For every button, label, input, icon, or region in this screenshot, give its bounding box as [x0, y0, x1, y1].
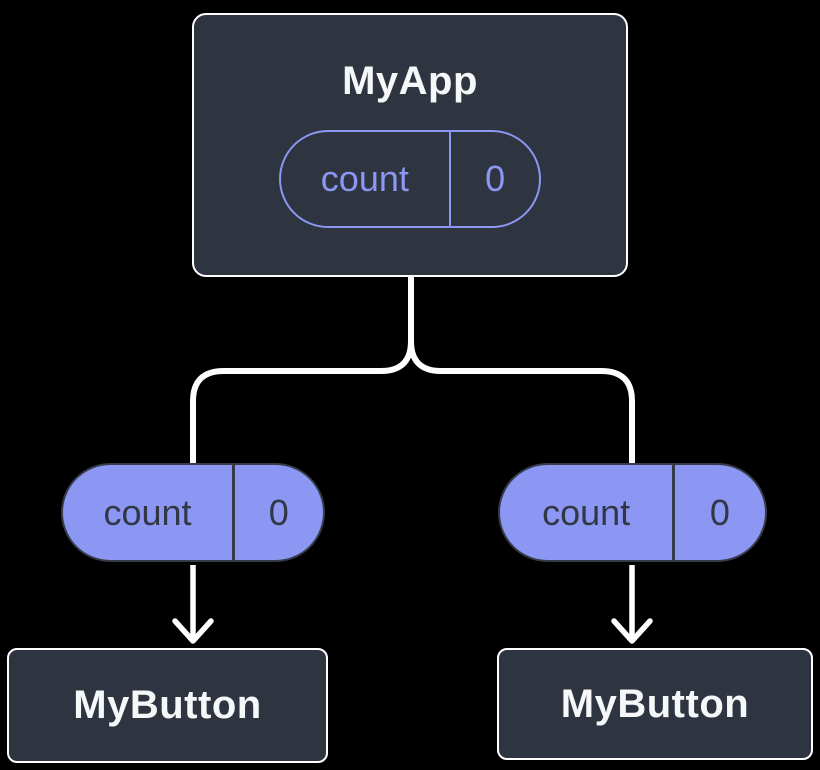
tree-branch-right-line	[408, 274, 635, 471]
root-state-pill-value: 0	[485, 158, 506, 199]
prop-arrow-right	[611, 565, 653, 644]
right-prop-pill-label: count	[542, 491, 631, 533]
tree-branch-left-line	[190, 274, 414, 471]
left-prop-pill: count 0	[61, 463, 325, 562]
mybutton-right-title: MyButton	[560, 681, 750, 726]
prop-arrow-left	[172, 565, 214, 644]
prop-arrow-left-head-icon	[172, 618, 214, 644]
right-prop-pill-divider	[672, 465, 675, 560]
root-state-pill-label: count	[320, 158, 409, 199]
right-prop-pill-value: 0	[709, 491, 730, 533]
left-prop-pill-divider	[232, 465, 235, 560]
root-state-pill-divider	[448, 132, 452, 226]
left-prop-pill-value: 0	[268, 491, 289, 533]
root-state-pill: count 0	[279, 130, 541, 228]
right-prop-pill: count 0	[498, 463, 767, 562]
mybutton-left-title: MyButton	[73, 683, 262, 727]
mybutton-node-left: MyButton	[7, 648, 328, 763]
myapp-node-title: MyApp	[342, 59, 478, 103]
prop-arrow-right-head-icon	[611, 618, 653, 644]
left-prop-pill-label: count	[103, 491, 192, 533]
myapp-node: MyApp count 0	[192, 13, 628, 277]
mybutton-node-right: MyButton	[497, 648, 813, 760]
